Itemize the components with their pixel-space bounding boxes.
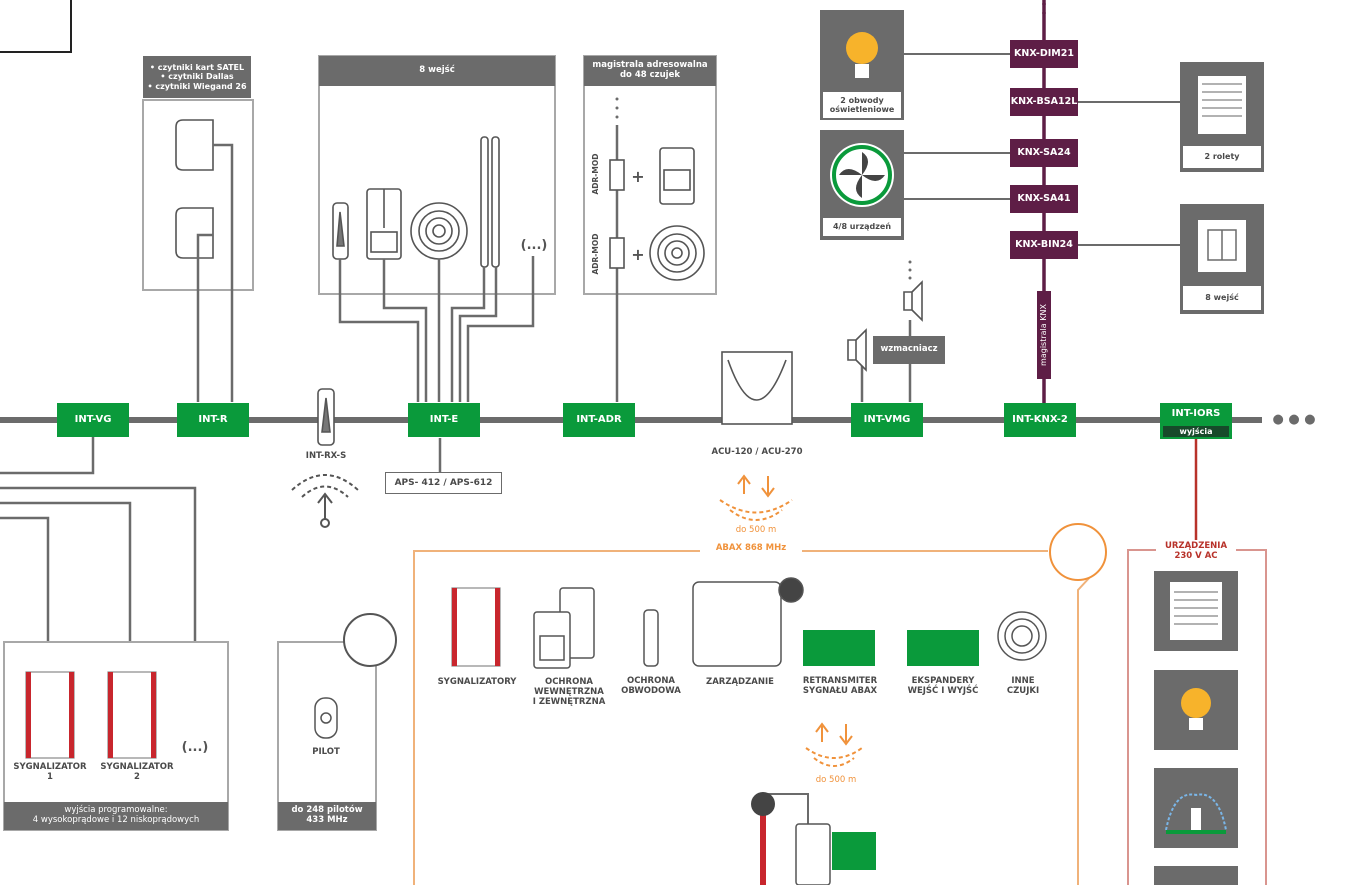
adr-plus-2: +: [631, 244, 645, 264]
radio-icon: [291, 474, 359, 528]
abax-radio-icons: [719, 474, 863, 767]
input-wires: [338, 256, 535, 402]
bottom-wires: [760, 793, 809, 824]
ac-bulb-base: [1189, 718, 1203, 730]
abax-cat-ekspandery: EKSPANDERY WEJŚĆ I WYJŚĆ: [907, 676, 979, 696]
abax-label: ABAX 868 MHz: [700, 540, 802, 558]
module-int-knx-2[interactable]: INT-KNX-2: [1004, 403, 1076, 437]
int-iors-sub: wyjścia: [1163, 426, 1229, 437]
knx-lights-label: 2 obwody oświetleniowe: [823, 92, 901, 118]
abax-cat-zarzadzanie: ZARZĄDZANIE: [706, 677, 774, 688]
bulb-icon: [846, 32, 878, 78]
aps-label: APS- 412 / APS-612: [385, 472, 502, 494]
knx-inputs-label: 8 wejść: [1183, 286, 1261, 310]
knx-bsa12l[interactable]: KNX-BSA12L: [1010, 88, 1078, 116]
outputs-more: (...): [181, 739, 209, 755]
abax-cat-ochrona-wewnetrzna: OCHRONA WEWNĘTRZNA I ZEWNĘTRZNA: [532, 677, 606, 707]
abax-range-bottom: do 500 m: [815, 775, 857, 786]
wzmacniacz-label: wzmacniacz: [873, 336, 945, 364]
bottom-devices: [751, 792, 876, 885]
module-int-vmg[interactable]: INT-VMG: [851, 403, 923, 437]
int-rx-s-label: INT-RX-S: [305, 451, 347, 462]
module-int-adr[interactable]: INT-ADR: [563, 403, 635, 437]
blinds-icon: [1198, 76, 1246, 134]
switch-icon: [1198, 220, 1246, 272]
module-int-vg[interactable]: INT-VG: [57, 403, 129, 437]
speaker-icons: [847, 280, 923, 372]
abax-siren-icon: [451, 587, 501, 667]
abax-secure-icon: [1049, 523, 1107, 581]
adr-mod-label-1: ADR-MOD: [590, 153, 600, 195]
outputs-footer: wyjścia programowalne: 4 wysokoprądowe i…: [4, 802, 228, 830]
ac-blinds-icon: [1170, 582, 1222, 640]
knx-devices-label: 4/8 urządzeń: [823, 218, 901, 236]
knx-bus-label: magistrala KNX: [1037, 291, 1051, 379]
adr-ellipsis: [615, 97, 619, 119]
ac-header: URZĄDZENIA 230 V AC: [1156, 540, 1236, 564]
ac-frame: [1127, 549, 1267, 885]
adr-devices: [609, 147, 705, 281]
inputs-more: (...): [520, 237, 548, 253]
retransmitter-icon: [803, 630, 875, 666]
knx-dim21[interactable]: KNX-DIM21: [1010, 40, 1078, 68]
remote-icon: [314, 697, 338, 739]
pilot-secure-icon: [343, 613, 397, 667]
reader-wires: [196, 143, 234, 402]
ac-partial-tile: [1154, 866, 1238, 885]
abax-cat-sygnalizatory: SYGNALIZATORY: [437, 677, 517, 688]
knx-sa24[interactable]: KNX-SA24: [1010, 139, 1078, 167]
abax-cat-inne-czujki: INNE CZUJKI: [1006, 676, 1040, 696]
int-rx-s-icon: [317, 388, 335, 446]
module-int-iors[interactable]: INT-IORS: [1160, 403, 1232, 425]
module-int-e[interactable]: INT-E: [408, 403, 480, 437]
card-reader-icons: [175, 119, 214, 259]
acu-icon: [721, 351, 793, 425]
knx-bin24[interactable]: KNX-BIN24: [1010, 231, 1078, 259]
knx-sa41[interactable]: KNX-SA41: [1010, 185, 1078, 213]
expander-icon: [907, 630, 979, 666]
knx-blinds-label: 2 rolety: [1183, 146, 1261, 168]
more-modules-dots: ● ● ●: [1272, 411, 1316, 427]
pilot-label: PILOT: [312, 747, 340, 758]
sygnalizator-2-label: SYGNALIZATOR 2: [100, 762, 174, 782]
readers-header: • czytniki kart SATEL • czytniki Dallas …: [143, 56, 251, 98]
output-sirens: [25, 671, 157, 759]
ac-bulb-icon: [1181, 688, 1211, 718]
knx-wires: [904, 53, 1180, 246]
sprinkler-icon: [1165, 793, 1227, 834]
fan-icon: [830, 143, 894, 207]
abax-cat-ochrona-obwodowa: OCHRONA OBWODOWA: [621, 676, 681, 696]
sygnalizator-1-label: SYGNALIZATOR 1: [13, 762, 87, 782]
abax-cat-retransmiter: RETRANSMITER SYGNAŁU ABAX: [802, 676, 878, 696]
speaker-ellipsis: [908, 260, 912, 280]
inputs-header: 8 wejść: [319, 56, 555, 86]
corner-frame: [0, 0, 72, 53]
abax-range-top: do 500 m: [735, 525, 777, 536]
adr-header: magistrala adresowalna do 48 czujek: [584, 56, 716, 86]
pilot-footer: do 248 pilotów 433 MHz: [278, 802, 376, 830]
adr-plus-1: +: [631, 166, 645, 186]
abax-detector-icons: [533, 577, 1047, 669]
knx-top-dots: [1042, 2, 1046, 15]
acu-label: ACU-120 / ACU-270: [711, 447, 803, 458]
ac-blinds-slats: [1174, 591, 1218, 625]
adr-mod-label-2: ADR-MOD: [590, 233, 600, 275]
module-int-r[interactable]: INT-R: [177, 403, 249, 437]
detector-icons: [332, 136, 500, 268]
